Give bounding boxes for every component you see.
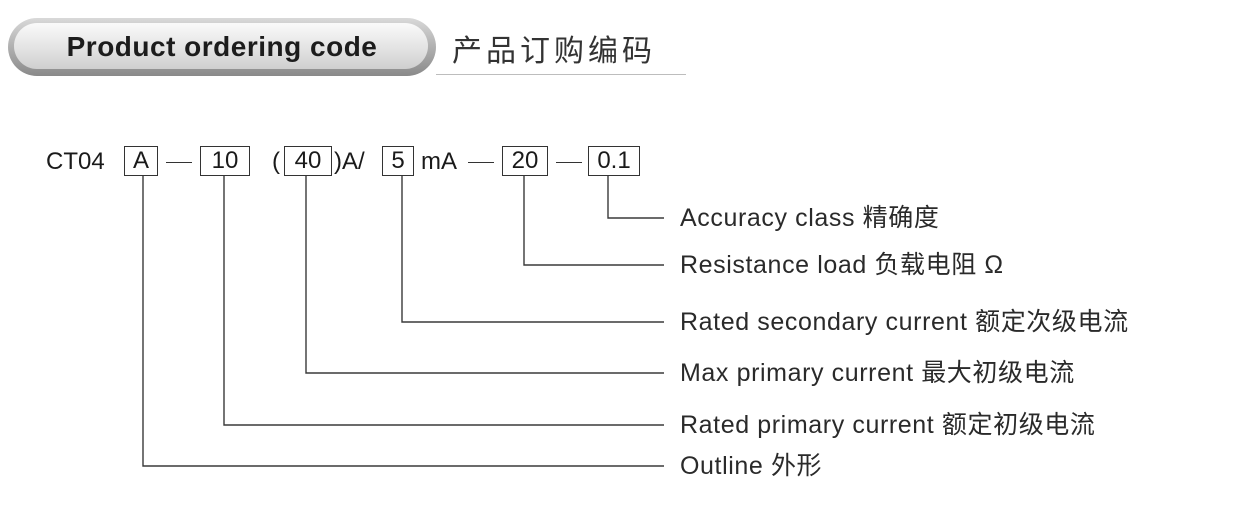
code-box-outline: A (124, 146, 158, 176)
leader-rated-secondary (401, 176, 664, 323)
field-label-outline: Outline 外形 (680, 452, 823, 480)
section-title-badge-inner (14, 23, 428, 69)
header-divider (436, 74, 686, 75)
leader-max-primary (305, 176, 664, 374)
leader-rated-primary (223, 176, 664, 426)
code-separator-3 (556, 162, 582, 163)
code-box-resistance-load: 20 (502, 146, 548, 176)
code-unit-milliamp: mA (421, 148, 457, 175)
code-box-accuracy: 0.1 (588, 146, 640, 176)
section-title-badge: Product ordering code (8, 18, 436, 76)
code-separator-2 (468, 162, 494, 163)
field-label-max-primary: Max primary current 最大初级电流 (680, 359, 1075, 387)
field-label-accuracy: Accuracy class 精确度 (680, 204, 940, 232)
section-subtitle: 产品订购编码 (452, 34, 656, 69)
code-separator-1 (166, 162, 192, 163)
code-prefix: CT04 (46, 148, 105, 175)
code-box-rated-secondary: 5 (382, 146, 414, 176)
leader-resistance-load (523, 176, 664, 266)
leader-accuracy (607, 176, 664, 219)
code-unit-amp: )A/ (334, 148, 365, 175)
code-box-max-primary: 40 (284, 146, 332, 176)
leader-outline (142, 176, 664, 467)
code-open-paren: ( (272, 148, 280, 175)
field-label-resistance-load: Resistance load 负载电阻 Ω (680, 251, 1004, 279)
section-title: Product ordering code (66, 31, 378, 62)
code-box-rated-primary: 10 (200, 146, 250, 176)
field-label-rated-primary: Rated primary current 额定初级电流 (680, 411, 1096, 439)
field-label-rated-secondary: Rated secondary current 额定次级电流 (680, 308, 1129, 336)
